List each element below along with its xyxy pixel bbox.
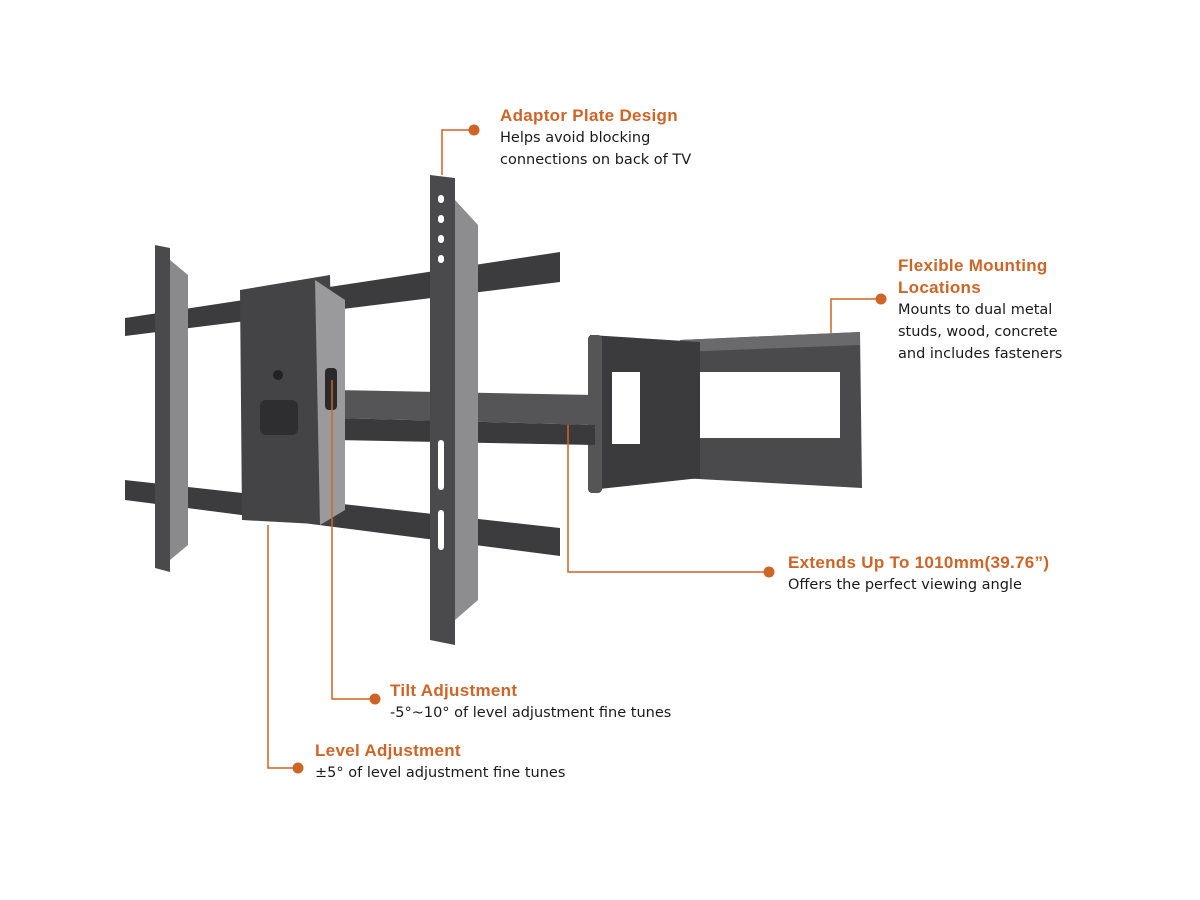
tilt-knob — [325, 368, 337, 410]
callout-extends: Extends Up To 1010mm(39.76”) Offers the … — [788, 552, 1049, 596]
callout-desc: Offers the perfect viewing angle — [788, 577, 1022, 593]
callout-desc: -5°~10° of level adjustment fine tunes — [390, 705, 672, 721]
callout-level: Level Adjustment ±5° of level adjustment… — [315, 740, 565, 784]
callout-desc: ±5° of level adjustment fine tunes — [315, 765, 566, 781]
callout-desc: Helps avoid blocking — [500, 130, 651, 146]
callout-title: Adaptor Plate Design — [500, 106, 678, 125]
callout-desc: connections on back of TV — [500, 152, 692, 168]
leader-lines — [267, 129, 881, 769]
callout-desc: studs, wood, concrete — [898, 324, 1058, 340]
left-vertical-strip — [155, 245, 170, 572]
callout-title: Tilt Adjustment — [390, 681, 518, 700]
callout-desc: and includes fasteners — [898, 346, 1063, 362]
leader-dots — [292, 124, 887, 774]
callout-title: Level Adjustment — [315, 741, 461, 760]
callout-adaptor-plate: Adaptor Plate Design Helps avoid blockin… — [500, 105, 691, 171]
arm-bracket — [590, 335, 700, 490]
callout-title: Extends Up To 1010mm(39.76”) — [788, 553, 1050, 572]
callout-title: Locations — [898, 278, 981, 297]
mount-product — [125, 175, 862, 645]
right-vertical-strip — [430, 175, 455, 645]
callout-flexible-mounting: Flexible Mounting Locations Mounts to du… — [898, 255, 1062, 365]
callout-desc: Mounts to dual metal — [898, 302, 1053, 318]
callout-tilt: Tilt Adjustment -5°~10° of level adjustm… — [390, 680, 671, 724]
callout-title: Flexible Mounting — [898, 256, 1048, 275]
